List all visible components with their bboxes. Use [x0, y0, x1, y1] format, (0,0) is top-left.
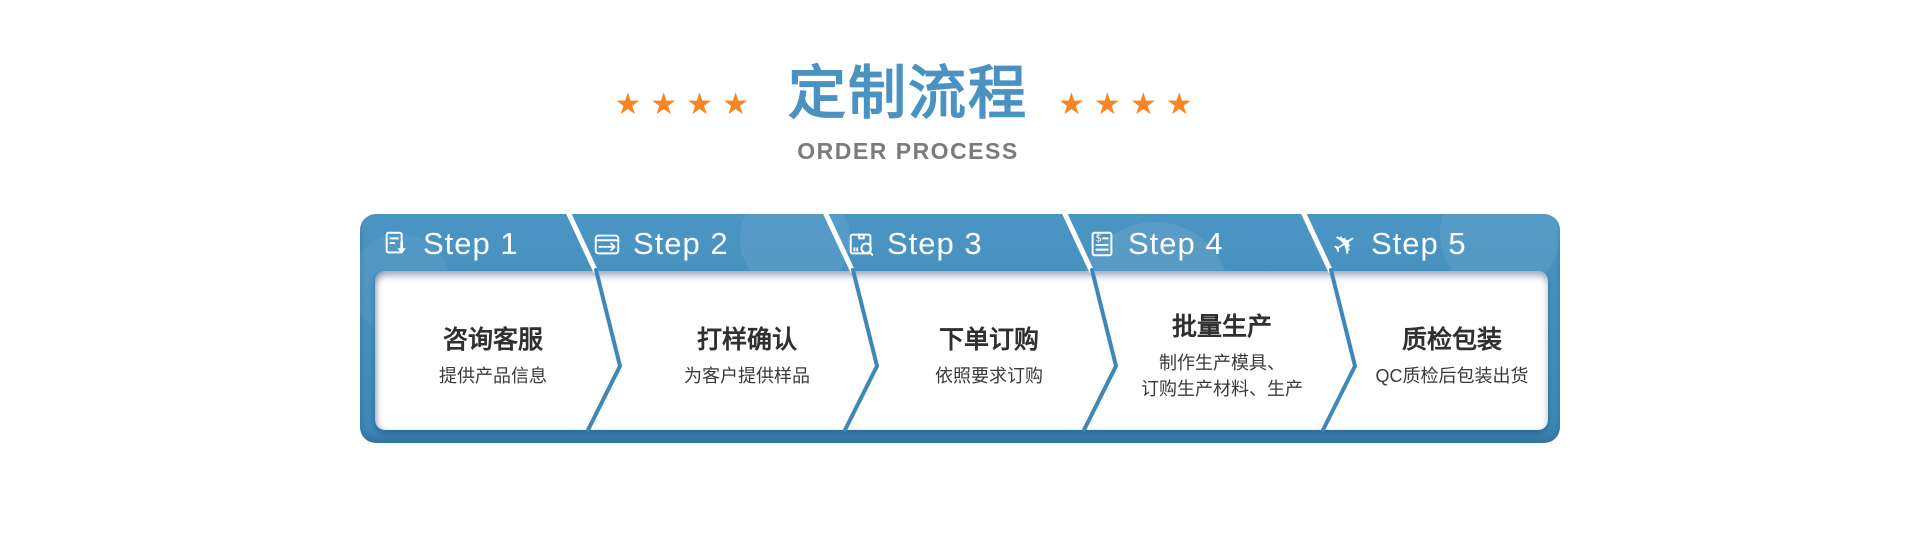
- step-desc: 提供产品信息: [439, 366, 547, 387]
- star-row-right: ★★★★: [1058, 87, 1202, 121]
- step-header-5: ✈ Step 5: [1325, 214, 1467, 271]
- step-label: Step 5: [1371, 226, 1467, 261]
- star-icon: ★: [614, 87, 651, 121]
- step-title: 咨询客服: [442, 325, 543, 354]
- step-body-1: 咨询客服 提供产品信息: [388, 271, 598, 430]
- hero-title-row: ★★★★ 定制流程 ★★★★: [614, 62, 1201, 126]
- step-body-3: 下单订购 依照要求订购: [884, 271, 1094, 430]
- page-title: 定制流程: [787, 61, 1029, 126]
- star-icon: ★: [1093, 87, 1130, 121]
- star-icon: ★: [1165, 87, 1202, 121]
- step-label: Step 4: [1128, 226, 1224, 261]
- star-icon: ★: [1129, 87, 1166, 121]
- step-title: 批量生产: [1171, 312, 1272, 341]
- step-body-5: 质检包装 QC质检后包装出货: [1347, 271, 1557, 430]
- star-icon: ★: [686, 87, 723, 121]
- svg-text:$: $: [1095, 233, 1102, 245]
- step-desc: QC质检后包装出货: [1375, 366, 1529, 387]
- step-label: Step 2: [633, 226, 729, 261]
- step-title: 打样确认: [696, 325, 797, 354]
- sample-transfer-icon: [592, 229, 622, 259]
- step-body-4: 批量生产 制作生产模具、 订购生产材料、生产: [1117, 271, 1327, 430]
- invoice-icon: $: [1087, 229, 1117, 259]
- step-desc: 为客户提供样品: [684, 366, 810, 387]
- step-header-1: Step 1: [382, 214, 519, 271]
- step-label: Step 3: [887, 226, 983, 261]
- step-header-2: Step 2: [592, 214, 729, 271]
- step-header-4: $ Step 4: [1087, 214, 1224, 271]
- star-icon: ★: [1058, 87, 1094, 121]
- star-icon: ★: [650, 87, 687, 121]
- step-desc: 依照要求订购: [935, 366, 1043, 387]
- airplane-icon: ✈: [1325, 222, 1365, 265]
- package-inspect-icon: [846, 229, 876, 259]
- step-desc: 订购生产材料、生产: [1141, 379, 1303, 400]
- star-icon: ★: [722, 87, 758, 121]
- step-title: 下单订购: [938, 325, 1039, 354]
- process-panel: Step 1 Step 2: [360, 214, 1560, 443]
- step-desc: 制作生产模具、: [1159, 353, 1285, 374]
- step-header-3: Step 3: [846, 214, 983, 271]
- step-body-2: 打样确认 为客户提供样品: [642, 271, 852, 430]
- page-subtitle: ORDER PROCESS: [797, 138, 1019, 164]
- step-title: 质检包装: [1401, 325, 1502, 354]
- star-row-left: ★★★★: [614, 87, 758, 121]
- document-download-icon: [382, 229, 412, 259]
- step-label: Step 1: [423, 226, 519, 261]
